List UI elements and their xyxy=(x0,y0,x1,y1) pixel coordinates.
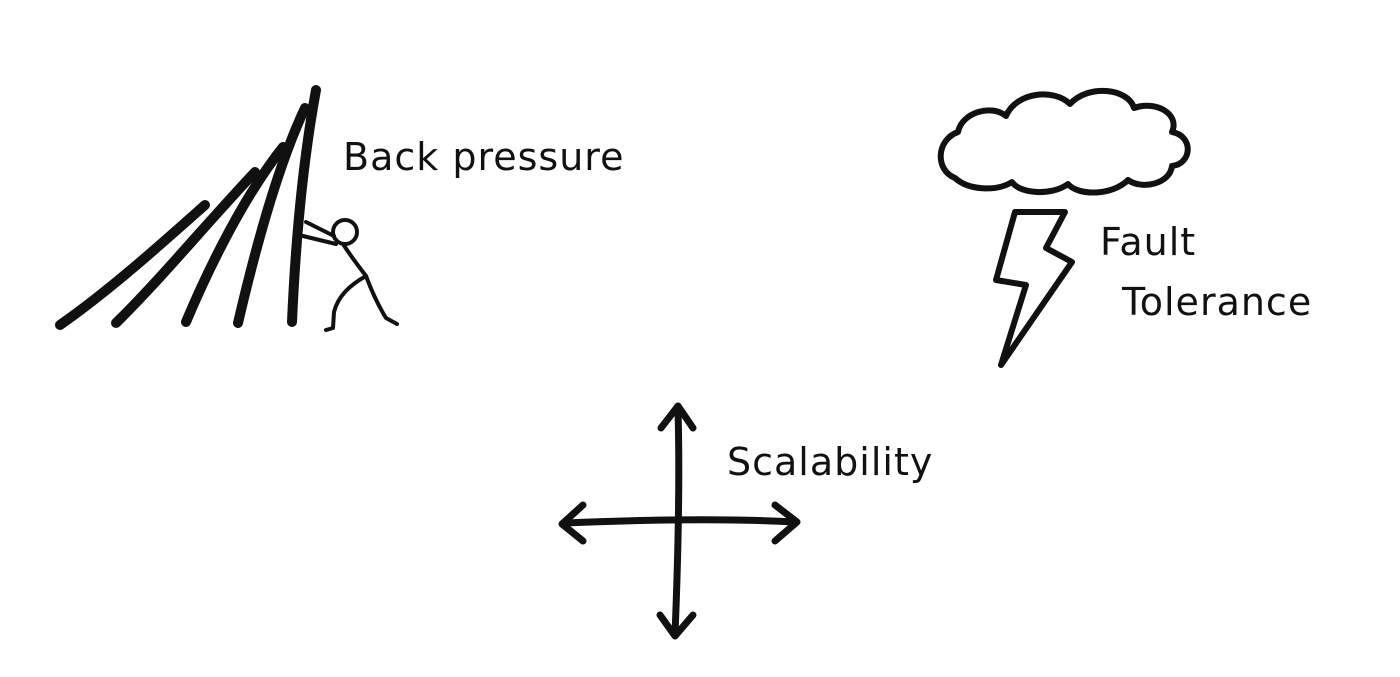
back-pressure-label: Back pressure xyxy=(343,135,624,179)
fault-tolerance-group: Fault Tolerance xyxy=(937,88,1312,368)
stick-1 xyxy=(55,200,210,330)
lightning-bolt xyxy=(993,209,1075,368)
figure-body xyxy=(341,242,368,278)
figure-leg-back xyxy=(324,274,368,332)
pushing-stick-figure-icon xyxy=(55,85,399,332)
arrowhead-left xyxy=(558,501,587,545)
arrowhead-up xyxy=(657,402,697,432)
stick-3 xyxy=(181,142,288,327)
stick-5 xyxy=(287,85,321,327)
horizontal-shaft xyxy=(561,516,799,527)
scalability-group: Scalability xyxy=(558,402,933,640)
cloud-outline xyxy=(937,88,1191,196)
figure-head xyxy=(331,218,359,246)
figure-arms xyxy=(301,220,338,246)
fault-label-line2: Tolerance xyxy=(1121,280,1312,324)
storm-cloud-lightning-icon xyxy=(937,88,1191,368)
stick-2 xyxy=(111,167,260,328)
figure-leg-front xyxy=(364,274,399,326)
scalability-label: Scalability xyxy=(727,440,933,484)
arrowhead-down xyxy=(656,611,697,640)
back-pressure-group: Back pressure xyxy=(55,85,624,332)
four-way-arrows-icon xyxy=(558,402,801,640)
arrowhead-right xyxy=(771,501,801,545)
stick-4 xyxy=(233,103,310,328)
fault-label-line1: Fault xyxy=(1100,220,1196,264)
